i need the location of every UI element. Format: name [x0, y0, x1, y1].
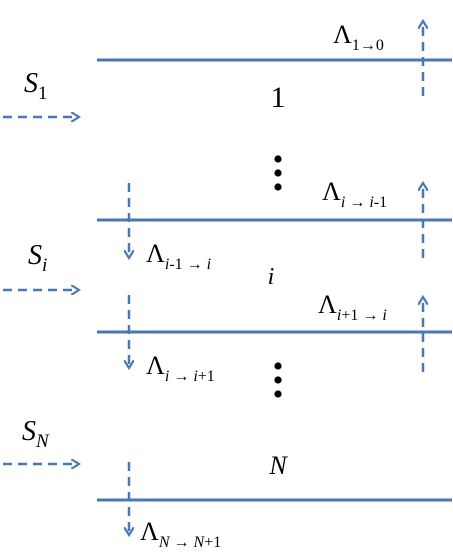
level-label-n: N	[268, 451, 288, 480]
rate-label-im1-i: Λi-1 → i	[146, 239, 211, 273]
rate-label-n-np1: ΛN → N+1	[140, 517, 221, 551]
rate-label-1-0: Λ1→0	[333, 20, 384, 54]
source-label-1: S1	[24, 68, 48, 104]
source-label-i: Si	[28, 240, 47, 276]
dots-vertical-icon	[274, 362, 282, 398]
rate-label-i-im1: Λi → i-1	[322, 177, 387, 211]
level-label-i: i	[268, 264, 275, 290]
rate-label-i-ip1: Λi → i+1	[146, 351, 215, 385]
rate-label-ip1-i: Λi+1 → i	[318, 290, 387, 324]
level-label-1: 1	[271, 81, 286, 114]
dots-vertical-icon	[274, 155, 282, 191]
source-label-n: SN	[22, 416, 50, 452]
